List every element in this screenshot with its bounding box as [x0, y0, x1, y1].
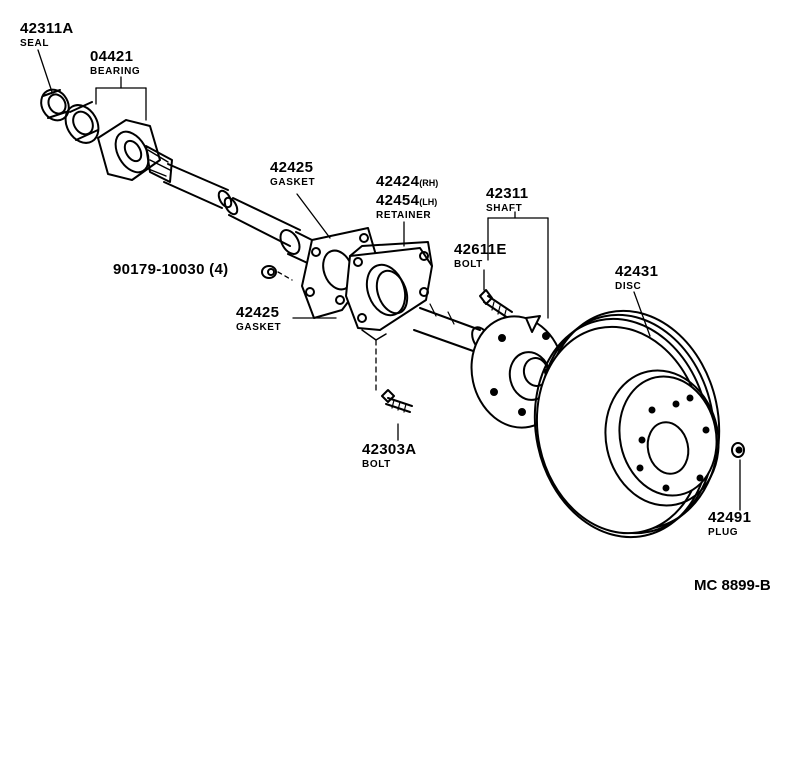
retainer-bolt-part-name: BOLT — [362, 459, 391, 470]
label-bearing: 04421 BEARING — [90, 49, 140, 77]
plug-drawing — [731, 442, 745, 511]
bearing-part-name: BEARING — [90, 66, 141, 77]
hub-bolt-part-name: BOLT — [454, 259, 483, 270]
shaft-part-number: 42311 — [486, 185, 529, 202]
plug-part-name: PLUG — [708, 527, 739, 538]
label-retainer: 42424(RH) 42454(LH) RETAINER — [376, 174, 438, 221]
disc-part-number: 42431 — [615, 263, 659, 280]
hub-bolt-part-number: 42611E — [454, 241, 507, 258]
leader-lines-middle — [277, 193, 405, 393]
label-gasket-upper: 42425 GASKET — [270, 160, 315, 188]
gasket-lower-part-name: GASKET — [236, 322, 282, 333]
diagram-code: MC 8899-B — [694, 577, 771, 594]
retainer-part-name: RETAINER — [376, 210, 432, 221]
nut-part-number: 90179-10030 (4) — [113, 261, 229, 278]
retainer-rh-suffix: (RH) — [419, 178, 439, 188]
leader-lines-shaft — [487, 211, 549, 319]
retainer-bolt-part-number: 42303A — [362, 441, 417, 458]
axle-shaft-drawing — [97, 119, 493, 354]
bearing-drawing — [64, 101, 100, 144]
seal-drawing — [40, 88, 70, 122]
brake-disc-drawing — [533, 291, 721, 539]
plug-part-number: 42491 — [708, 509, 752, 526]
label-gasket-lower: 42425 GASKET — [236, 305, 281, 333]
retainer-bolt-drawing — [381, 389, 413, 441]
label-nut: 90179-10030 (4) — [113, 262, 228, 278]
label-disc: 42431 DISC — [615, 264, 658, 292]
label-hub-bolt: 42611E BOLT — [454, 242, 507, 270]
retainer-lh-suffix: (LH) — [419, 197, 438, 207]
nut-drawing — [261, 265, 277, 279]
bearing-part-number: 04421 — [90, 48, 134, 65]
retainer-rh-part-number: 42424 — [376, 173, 420, 190]
seal-part-number: 42311A — [20, 20, 74, 37]
disc-part-name: DISC — [615, 281, 642, 292]
label-plug: 42491 PLUG — [708, 510, 751, 538]
hub-bolt-drawing — [479, 269, 513, 319]
label-retainer-bolt: 42303A BOLT — [362, 442, 416, 470]
seal-part-name: SEAL — [20, 38, 50, 49]
shaft-part-name: SHAFT — [486, 203, 523, 214]
label-seal: 42311A SEAL — [20, 21, 74, 49]
retainer-drawing — [345, 241, 433, 341]
leader-lines-top-left — [37, 49, 147, 121]
gasket-upper-part-number: 42425 — [270, 159, 314, 176]
gasket-upper-part-name: GASKET — [270, 177, 316, 188]
label-shaft: 42311 SHAFT — [486, 186, 528, 214]
retainer-lh-part-number: 42454 — [376, 192, 420, 209]
gasket-lower-part-number: 42425 — [236, 304, 280, 321]
